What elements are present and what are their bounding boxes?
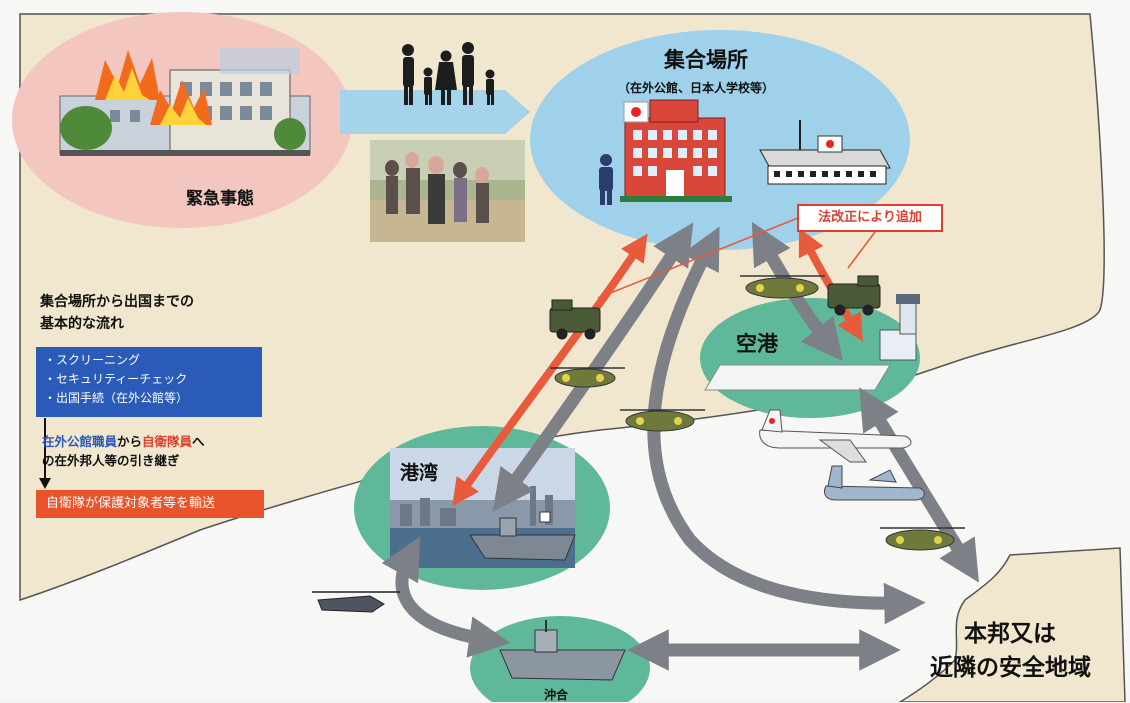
step-departure: ・出国手続（在外公館等）: [44, 391, 189, 405]
burning-building: [59, 48, 311, 156]
helicopter-icon: [620, 409, 705, 432]
arrow-assembly-safe: [647, 226, 926, 625]
school-icon: [620, 99, 732, 202]
helicopter-icon: [550, 367, 625, 388]
safe-area-line1: 本邦又は: [964, 621, 1056, 647]
helicopter-icon: [880, 527, 965, 551]
flag-icon: [623, 101, 649, 123]
assembly-title: 集合場所: [664, 48, 748, 72]
handover-text: 在外公館職員から自衛隊員へ の在外邦人等の引き継ぎ: [42, 432, 205, 470]
guard-figure: [599, 154, 613, 205]
warship-icon: [499, 620, 626, 681]
port-label: 港湾: [400, 462, 439, 484]
flow-heading-line2: 基本的な流れ: [40, 316, 124, 332]
family-icon: [402, 42, 495, 105]
handover-line2: の在外邦人等の引き継ぎ: [42, 453, 180, 468]
step-screening: ・スクリーニング: [44, 353, 141, 367]
red-arrow-port: [452, 233, 648, 507]
airport-label: 空港: [736, 332, 778, 356]
handover-from: から: [117, 434, 143, 449]
transport-plane-icon: [823, 465, 925, 501]
assembly-subtitle: （在外公館、日本人学校等）: [618, 81, 775, 95]
airliner-icon: [759, 409, 912, 463]
truck-icon: [549, 299, 601, 340]
step-security-check: ・セキュリティーチェック: [44, 372, 188, 386]
truck-icon: [827, 275, 881, 316]
sdf-personnel-text: 自衛隊員: [142, 434, 193, 449]
evacuation-band: [340, 90, 530, 134]
helicopter-icon: [312, 591, 400, 613]
helicopter-icon: [740, 275, 825, 299]
emergency-label: 緊急事態: [186, 189, 254, 209]
arrow-port-offshore: [381, 536, 511, 658]
flow-down-arrow: [39, 418, 51, 489]
law-amendment-label: 法改正により追加: [797, 204, 943, 232]
sdf-transport-box: 自衛隊が保護対象者等を輸送: [36, 490, 264, 518]
handover-to: へ: [192, 434, 205, 449]
offshore-label: 沖合: [544, 688, 569, 702]
flow-heading-line1: 集合場所から出国までの: [40, 294, 194, 310]
safe-area-land: [898, 547, 1126, 702]
embassy-staff-text: 在外公館職員: [42, 434, 118, 449]
runway: [704, 364, 891, 391]
procedure-steps-box: ・スクリーニング ・セキュリティーチェック ・出国手続（在外公館等）: [36, 347, 262, 417]
safe-area-line2: 近隣の安全地域: [930, 655, 1091, 681]
amend-pointer-left: [597, 217, 799, 299]
amend-pointer-right: [847, 231, 876, 269]
evacuees-photo: [370, 140, 525, 242]
embassy-icon: [759, 120, 891, 185]
